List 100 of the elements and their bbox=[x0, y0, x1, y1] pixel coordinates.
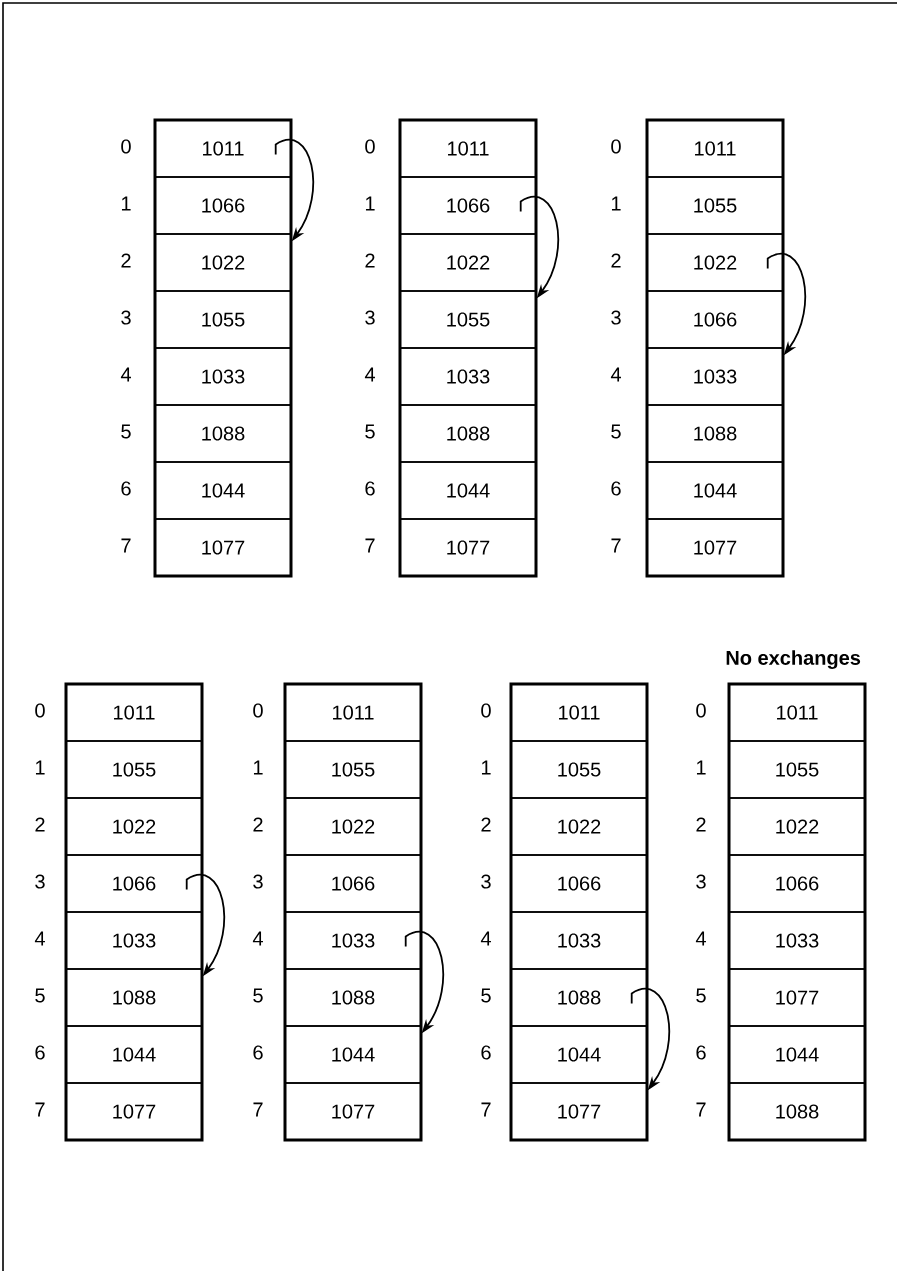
array-cell: 1022 bbox=[728, 797, 866, 856]
index-number: 6 bbox=[611, 481, 621, 496]
array-box bbox=[64, 682, 204, 1142]
index-number: 3 bbox=[696, 874, 706, 889]
array-cell: 1011 bbox=[399, 119, 537, 178]
index-number: 2 bbox=[696, 817, 706, 832]
index-number: 4 bbox=[252, 931, 263, 946]
index-number: 1 bbox=[366, 196, 375, 211]
array-cell: 1077 bbox=[154, 518, 292, 577]
array-cell: 1088 bbox=[728, 1082, 866, 1141]
array-cell: 1011 bbox=[510, 683, 648, 742]
index-number: 0 bbox=[696, 703, 706, 718]
array-cell: 1088 bbox=[154, 404, 292, 463]
array-cell: 1088 bbox=[646, 404, 784, 463]
array-cell: 1055 bbox=[728, 740, 866, 799]
array-cell: 1011 bbox=[646, 119, 784, 178]
array-cell: 1044 bbox=[399, 461, 537, 520]
index-number: 7 bbox=[481, 1102, 491, 1117]
array-cell: 1088 bbox=[399, 404, 537, 463]
index-number: 3 bbox=[253, 874, 263, 889]
index-number: 3 bbox=[611, 310, 621, 325]
index-number: 5 bbox=[121, 424, 131, 439]
index-number: 7 bbox=[253, 1102, 263, 1117]
index-number: 4 bbox=[610, 367, 621, 382]
array-cell: 1055 bbox=[399, 290, 537, 349]
index-number: 2 bbox=[253, 817, 263, 832]
index-number: 5 bbox=[253, 988, 263, 1003]
index-number: 6 bbox=[253, 1045, 263, 1060]
array-cell: 1055 bbox=[510, 740, 648, 799]
array-box bbox=[398, 118, 538, 578]
array-cell: 1011 bbox=[154, 119, 292, 178]
index-number: 5 bbox=[611, 424, 621, 439]
index-number: 2 bbox=[365, 253, 375, 268]
array-cell: 1077 bbox=[510, 1082, 648, 1141]
array-cell: 1055 bbox=[646, 176, 784, 235]
index-number: 0 bbox=[365, 139, 375, 154]
array-cell: 1033 bbox=[154, 347, 292, 406]
array-cell: 1066 bbox=[154, 176, 292, 235]
array-cell: 1022 bbox=[154, 233, 292, 292]
array-cell: 1077 bbox=[399, 518, 537, 577]
array-cell: 1044 bbox=[728, 1025, 866, 1084]
array-box bbox=[645, 118, 785, 578]
array-cell: 1022 bbox=[399, 233, 537, 292]
index-number: 0 bbox=[35, 703, 45, 718]
array-cell: 1033 bbox=[65, 911, 203, 970]
array-cell: 1033 bbox=[646, 347, 784, 406]
index-number: 3 bbox=[35, 874, 45, 889]
array-cell: 1066 bbox=[284, 854, 422, 913]
array-cell: 1044 bbox=[154, 461, 292, 520]
index-number: 5 bbox=[365, 424, 375, 439]
index-number: 4 bbox=[480, 931, 491, 946]
array-cell: 1044 bbox=[65, 1025, 203, 1084]
array-cell: 1077 bbox=[646, 518, 784, 577]
index-number: 5 bbox=[481, 988, 491, 1003]
index-number: 0 bbox=[611, 139, 621, 154]
array-cell: 1033 bbox=[399, 347, 537, 406]
array-cell: 1088 bbox=[510, 968, 648, 1027]
index-number: 4 bbox=[34, 931, 45, 946]
index-number: 5 bbox=[35, 988, 45, 1003]
index-number: 3 bbox=[365, 310, 375, 325]
array-cell: 1066 bbox=[65, 854, 203, 913]
index-number: 6 bbox=[35, 1045, 45, 1060]
index-number: 6 bbox=[365, 481, 375, 496]
array-cell: 1088 bbox=[284, 968, 422, 1027]
index-number: 0 bbox=[253, 703, 263, 718]
index-number: 6 bbox=[481, 1045, 491, 1060]
array-cell: 1055 bbox=[284, 740, 422, 799]
array-cell: 1033 bbox=[728, 911, 866, 970]
index-number: 3 bbox=[481, 874, 491, 889]
array-cell: 1077 bbox=[284, 1082, 422, 1141]
index-number: 7 bbox=[121, 538, 131, 553]
index-number: 7 bbox=[35, 1102, 45, 1117]
array-cell: 1033 bbox=[284, 911, 422, 970]
array-cell: 1066 bbox=[728, 854, 866, 913]
array-cell: 1011 bbox=[284, 683, 422, 742]
array-cell: 1022 bbox=[646, 233, 784, 292]
array-box bbox=[153, 118, 293, 578]
heading: No exchanges bbox=[726, 650, 861, 669]
index-number: 7 bbox=[611, 538, 621, 553]
index-number: 2 bbox=[35, 817, 45, 832]
index-number: 0 bbox=[121, 139, 131, 154]
index-number: 2 bbox=[481, 817, 491, 832]
index-number: 3 bbox=[121, 310, 131, 325]
index-number: 4 bbox=[364, 367, 375, 382]
index-number: 5 bbox=[696, 988, 706, 1003]
index-number: 1 bbox=[36, 760, 45, 775]
array-cell: 1022 bbox=[284, 797, 422, 856]
array-cell: 1011 bbox=[728, 683, 866, 742]
index-number: 1 bbox=[612, 196, 621, 211]
array-cell: 1011 bbox=[65, 683, 203, 742]
array-cell: 1044 bbox=[510, 1025, 648, 1084]
array-cell: 1077 bbox=[728, 968, 866, 1027]
array-cell: 1044 bbox=[646, 461, 784, 520]
array-cell: 1066 bbox=[399, 176, 537, 235]
array-cell: 1066 bbox=[510, 854, 648, 913]
index-number: 1 bbox=[697, 760, 706, 775]
index-number: 7 bbox=[365, 538, 375, 553]
array-cell: 1055 bbox=[154, 290, 292, 349]
array-cell: 1077 bbox=[65, 1082, 203, 1141]
index-number: 7 bbox=[696, 1102, 706, 1117]
